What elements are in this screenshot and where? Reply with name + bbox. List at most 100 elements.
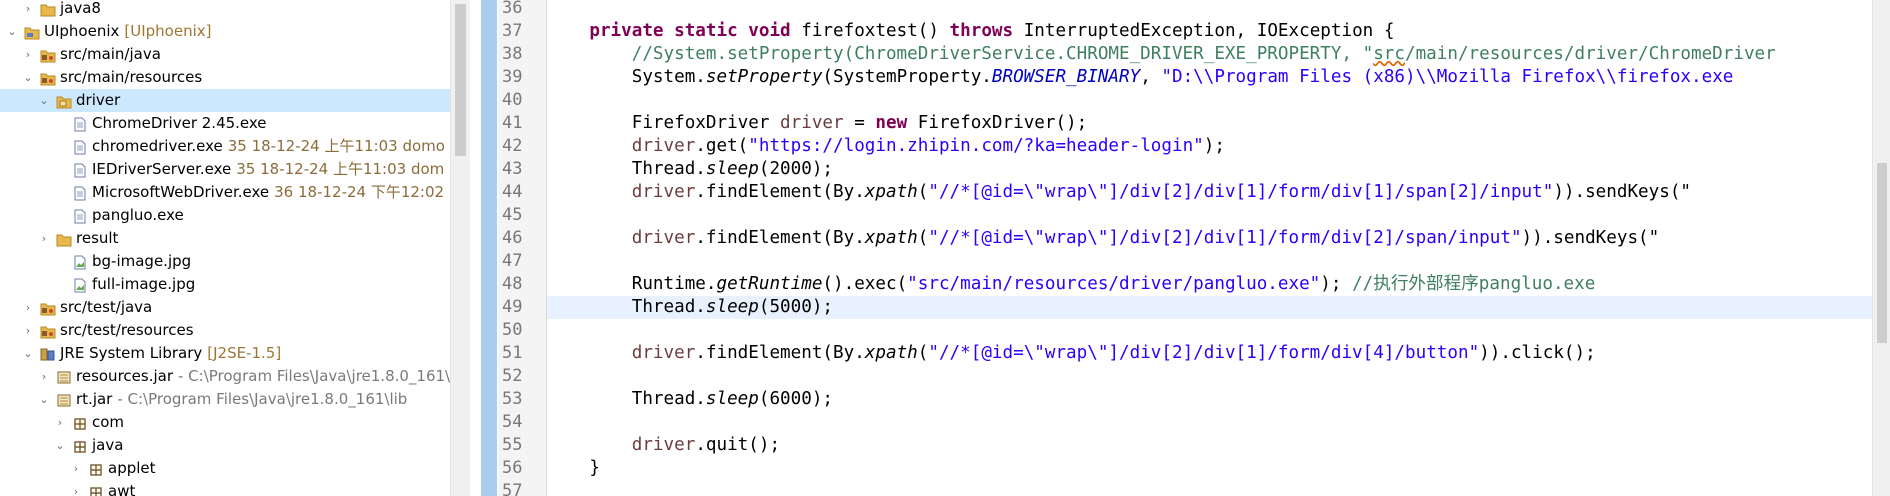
chevron-down-icon[interactable]: ⌄ [23, 71, 33, 84]
line-number: 40 [502, 90, 523, 110]
code-line[interactable]: } [547, 457, 1872, 480]
code-token: "//*[@id=\"wrap\"]/div[2]/div[1]/form/di… [928, 228, 1522, 248]
code-token [547, 435, 632, 455]
package-icon [72, 415, 88, 430]
package-icon [88, 461, 104, 476]
tree-item[interactable]: ›src/test/resources [0, 319, 450, 342]
code-line[interactable] [547, 204, 1872, 227]
tree-item-decoration: 36 18-12-24 下午12:02 [274, 183, 445, 201]
package-icon [88, 484, 104, 496]
chevron-right-icon[interactable]: › [57, 416, 63, 429]
code-line[interactable]: //System.setProperty(ChromeDriverService… [547, 43, 1872, 66]
tree-item-label: src/main/java [60, 45, 161, 63]
code-line[interactable]: private static void firefoxtest() throws… [547, 20, 1872, 43]
code-line[interactable]: driver.findElement(By.xpath("//*[@id=\"w… [547, 181, 1872, 204]
tree-item[interactable]: › src/test/java [0, 296, 450, 319]
tree-item[interactable]: ⌄JRE System Library[J2SE-1.5] [0, 342, 450, 365]
chevron-down-icon[interactable]: ⌄ [55, 439, 65, 452]
tree-scrollbar[interactable] [450, 0, 470, 496]
tree-item-label: src/test/java [60, 298, 153, 316]
chevron-right-icon[interactable]: › [25, 2, 31, 15]
code-line[interactable] [547, 0, 1872, 20]
code-line[interactable] [547, 411, 1872, 434]
tree-item-label: ChromeDriver 2.45.exe [92, 114, 267, 132]
file-icon [72, 116, 88, 132]
code-line[interactable] [547, 250, 1872, 273]
tree-item-label: MicrosoftWebDriver.exe [92, 183, 270, 201]
tree-item-label: resources.jar [76, 367, 173, 385]
tree-item-label: UIphoenix [44, 22, 120, 40]
project-icon [24, 24, 40, 40]
code-token: firefoxtest() [790, 21, 950, 41]
tree-item[interactable]: ›java8 [0, 0, 450, 20]
code-token: Thread. [547, 159, 706, 179]
tree-item-label: driver [76, 91, 121, 109]
code-token: FirefoxDriver [547, 113, 781, 133]
chevron-right-icon[interactable]: › [41, 370, 47, 383]
tree-item[interactable]: ›com [0, 411, 450, 434]
chevron-right-icon[interactable]: › [25, 324, 31, 337]
tree-item[interactable]: full-image.jpg [0, 273, 450, 296]
code-line[interactable]: driver.quit(); [547, 434, 1872, 457]
tree-item[interactable]: bg-image.jpg [0, 250, 450, 273]
editor-scrollbar-thumb[interactable] [1877, 163, 1887, 343]
chevron-right-icon[interactable]: › [73, 462, 79, 475]
code-line[interactable] [547, 319, 1872, 342]
code-line[interactable]: FirefoxDriver driver = new FirefoxDriver… [547, 112, 1872, 135]
folder-icon [56, 231, 72, 247]
tree-item[interactable]: ⌄src/main/resources [0, 66, 450, 89]
tree-item[interactable]: pangluo.exe [0, 204, 450, 227]
code-token: driver [631, 228, 696, 248]
code-line[interactable] [547, 480, 1872, 496]
code-token [738, 21, 749, 41]
code-line[interactable]: driver.get("https://login.zhipin.com/?ka… [547, 135, 1872, 158]
line-number: 55 [502, 435, 523, 455]
code-token: //执行外部程序pangluo.exe [1352, 274, 1596, 294]
tree-item[interactable]: ⌄rt.jar- C:\Program Files\Java\jre1.8.0_… [0, 388, 450, 411]
code-line[interactable]: Thread.sleep(6000); [547, 388, 1872, 411]
package-explorer-tree: ›java8⌄UIphoenix[UIphoenix]›src/main/jav… [0, 0, 450, 496]
line-number: 41 [502, 113, 523, 133]
tree-scrollbar-thumb[interactable] [455, 4, 466, 156]
line-number: 38 [502, 44, 523, 64]
chevron-down-icon[interactable]: ⌄ [7, 25, 17, 38]
chevron-right-icon[interactable]: › [25, 301, 31, 314]
tree-item-label: rt.jar [76, 390, 113, 408]
chevron-down-icon[interactable]: ⌄ [39, 393, 49, 406]
tree-item[interactable]: ⌄UIphoenix[UIphoenix] [0, 20, 450, 43]
chevron-right-icon[interactable]: › [41, 232, 47, 245]
code-token: } [547, 458, 600, 478]
tree-item-label: JRE System Library [60, 344, 203, 362]
tree-item[interactable]: ⌄ driver [0, 89, 450, 112]
line-number: 52 [502, 366, 523, 386]
tree-item[interactable]: ›applet [0, 457, 450, 480]
tree-item[interactable]: ›result [0, 227, 450, 250]
code-line[interactable]: Thread.sleep(5000); [547, 296, 1872, 319]
line-number: 48 [502, 274, 523, 294]
editor-scrollbar[interactable] [1872, 0, 1890, 496]
code-token [547, 228, 632, 248]
code-token: src [1373, 44, 1405, 64]
code-line[interactable]: System.setProperty(SystemProperty.BROWSE… [547, 66, 1872, 89]
code-line[interactable]: driver.findElement(By.xpath("//*[@id=\"w… [547, 227, 1872, 250]
code-line[interactable] [547, 89, 1872, 112]
code-line[interactable]: Thread.sleep(2000); [547, 158, 1872, 181]
line-number: 56 [502, 458, 523, 478]
tree-item[interactable]: › src/main/java [0, 43, 450, 66]
chevron-right-icon[interactable]: › [73, 485, 79, 496]
tree-item[interactable]: ⌄java [0, 434, 450, 457]
chevron-down-icon[interactable]: ⌄ [23, 347, 33, 360]
code-token: static [674, 21, 738, 41]
code-line[interactable]: Runtime.getRuntime().exec("src/main/reso… [547, 273, 1872, 296]
code-line[interactable] [547, 365, 1872, 388]
code-line[interactable]: driver.findElement(By.xpath("//*[@id=\"w… [547, 342, 1872, 365]
tree-item[interactable]: ›resources.jar- C:\Program Files\Java\jr… [0, 365, 450, 388]
chevron-down-icon[interactable]: ⌄ [39, 94, 49, 107]
tree-item[interactable]: ChromeDriver 2.45.exe [0, 112, 450, 135]
tree-item[interactable]: ›awt [0, 480, 450, 496]
chevron-right-icon[interactable]: › [25, 48, 31, 61]
